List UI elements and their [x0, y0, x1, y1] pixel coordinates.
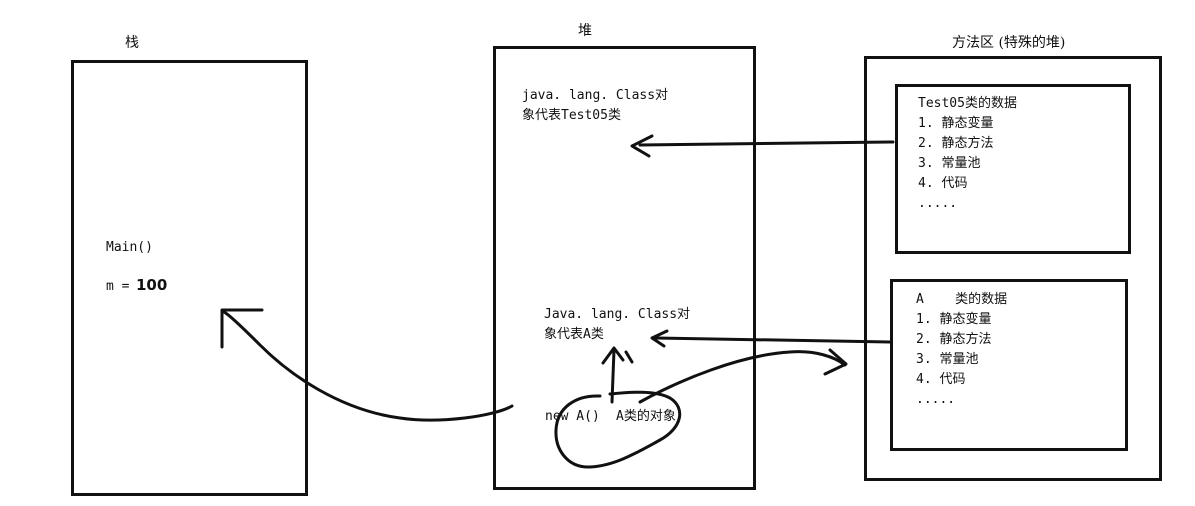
- a-data-item: 4. 代码: [916, 372, 966, 387]
- arrow-object-to-a-data: [638, 350, 847, 404]
- a-data-item: 1. 静态变量: [916, 312, 992, 327]
- class-object-a-line: Java. lang. Class对: [544, 307, 691, 322]
- class-object-a: Java. lang. Class对 象代表A类: [544, 305, 690, 345]
- arrow-object-to-stack-head: [220, 308, 264, 349]
- a-data-list: A 类的数据 1. 静态变量 2. 静态方法 3. 常量池 4. 代码 ....…: [916, 290, 1007, 410]
- stack-main-label: Main(): [106, 240, 153, 255]
- test05-data-item: 1. 静态变量: [918, 116, 994, 131]
- a-data-title: A 类的数据: [916, 292, 1008, 307]
- arrow-a-to-class-object: [654, 336, 892, 344]
- arrow-object-to-a-data-head: [823, 348, 848, 376]
- class-object-test05: java. lang. Class对 象代表Test05类: [522, 86, 668, 126]
- a-data-item: 3. 常量池: [916, 352, 979, 367]
- class-object-test05-line: java. lang. Class对: [522, 88, 669, 103]
- test05-data-box: [895, 84, 1131, 254]
- object-scribble-circle: [554, 390, 682, 469]
- stack-m-value: 100: [136, 276, 168, 294]
- arrow-a-to-class-object-head: [650, 329, 669, 348]
- arrow-object-to-class-head: [601, 346, 625, 365]
- a-data-box: [890, 279, 1128, 451]
- arrow-object-to-stack: [222, 310, 514, 422]
- test05-data-item: 2. 静态方法: [918, 136, 994, 151]
- method-area-title: 方法区 (特殊的堆): [952, 35, 1066, 51]
- class-object-a-line: 象代表A类: [544, 327, 604, 342]
- heap-box: [493, 46, 756, 490]
- stack-m-prefix: m =: [106, 279, 130, 294]
- a-data-item: 2. 静态方法: [916, 332, 992, 347]
- a-data-item: .....: [916, 392, 956, 407]
- method-area-box: [864, 56, 1162, 481]
- test05-data-title: Test05类的数据: [918, 96, 1017, 111]
- arrow-object-to-class-tick: [624, 350, 634, 364]
- test05-data-list: Test05类的数据 1. 静态变量 2. 静态方法 3. 常量池 4. 代码 …: [918, 94, 1017, 214]
- test05-data-item: 3. 常量池: [918, 156, 981, 171]
- a-object-label: A类的对象: [616, 409, 676, 424]
- test05-data-item: .....: [918, 196, 958, 211]
- test05-data-item: 4. 代码: [918, 176, 968, 191]
- arrow-test05-to-class-object-head: [630, 134, 654, 158]
- arrow-test05-to-class-object: [638, 140, 895, 147]
- heap-title: 堆: [578, 23, 592, 39]
- class-object-test05-line: 象代表Test05类: [522, 108, 621, 123]
- stack-box: [71, 60, 308, 496]
- stack-title: 栈: [125, 35, 139, 51]
